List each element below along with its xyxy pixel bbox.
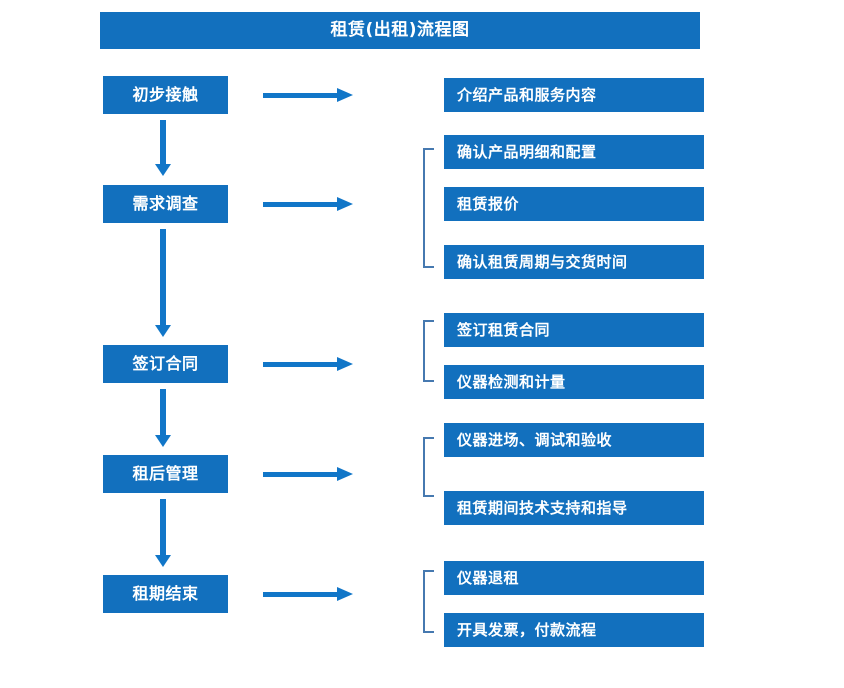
bracket-spine — [423, 320, 425, 382]
detail-label: 租赁报价 — [457, 194, 520, 213]
detail-label: 签订租赁合同 — [457, 320, 551, 339]
group-bracket — [423, 437, 435, 497]
right-arrow-icon — [263, 357, 353, 371]
detail-label: 仪器退租 — [457, 568, 520, 587]
arrow-head — [337, 467, 353, 481]
arrow-shaft — [263, 472, 339, 477]
down-arrow-icon — [155, 229, 171, 337]
detail-box[interactable]: 仪器退租 — [444, 561, 704, 595]
detail-box[interactable]: 签订租赁合同 — [444, 313, 704, 347]
bracket-tick-bottom — [423, 495, 434, 497]
arrow-head — [155, 555, 171, 567]
arrow-shaft — [263, 592, 339, 597]
bracket-spine — [423, 148, 425, 268]
arrow-head — [337, 357, 353, 371]
down-arrow-icon — [155, 499, 171, 567]
stage-label: 租后管理 — [132, 464, 199, 483]
stage-box[interactable]: 租后管理 — [103, 455, 228, 493]
bracket-tick-top — [423, 570, 434, 572]
arrow-head — [337, 88, 353, 102]
down-arrow-icon — [155, 389, 171, 447]
right-arrow-icon — [263, 467, 353, 481]
stage-label: 初步接触 — [132, 85, 199, 104]
detail-label: 确认租赁周期与交货时间 — [457, 252, 628, 271]
detail-box[interactable]: 仪器检测和计量 — [444, 365, 704, 399]
arrow-shaft — [160, 499, 166, 556]
bracket-spine — [423, 437, 425, 497]
stage-label: 签订合同 — [132, 354, 199, 373]
stage-label: 租期结束 — [132, 584, 199, 603]
stage-box[interactable]: 租期结束 — [103, 575, 228, 613]
right-arrow-icon — [263, 88, 353, 102]
detail-box[interactable]: 确认租赁周期与交货时间 — [444, 245, 704, 279]
detail-box[interactable]: 租赁报价 — [444, 187, 704, 221]
arrow-shaft — [160, 229, 166, 326]
group-bracket — [423, 570, 435, 633]
bracket-tick-top — [423, 437, 434, 439]
detail-box[interactable]: 介绍产品和服务内容 — [444, 78, 704, 112]
chart-title-bar: 租赁(出租)流程图 — [100, 12, 700, 49]
detail-label: 介绍产品和服务内容 — [457, 85, 597, 104]
detail-box[interactable]: 仪器进场、调试和验收 — [444, 423, 704, 457]
page-title: 租赁(出租)流程图 — [330, 20, 470, 40]
bracket-tick-top — [423, 320, 434, 322]
bracket-tick-bottom — [423, 380, 434, 382]
arrow-head — [155, 164, 171, 176]
bracket-tick-bottom — [423, 266, 434, 268]
stage-box[interactable]: 签订合同 — [103, 345, 228, 383]
detail-box[interactable]: 确认产品明细和配置 — [444, 135, 704, 169]
detail-label: 租赁期间技术支持和指导 — [457, 498, 628, 517]
arrow-shaft — [160, 120, 166, 165]
detail-label: 开具发票，付款流程 — [457, 620, 597, 639]
arrow-shaft — [263, 93, 339, 98]
right-arrow-icon — [263, 587, 353, 601]
arrow-shaft — [263, 202, 339, 207]
arrow-shaft — [263, 362, 339, 367]
stage-box[interactable]: 初步接触 — [103, 76, 228, 114]
bracket-spine — [423, 570, 425, 633]
bracket-tick-top — [423, 148, 434, 150]
detail-label: 仪器进场、调试和验收 — [457, 430, 613, 449]
arrow-head — [337, 587, 353, 601]
down-arrow-icon — [155, 120, 171, 176]
detail-box[interactable]: 租赁期间技术支持和指导 — [444, 491, 704, 525]
group-bracket — [423, 320, 435, 382]
stage-label: 需求调查 — [132, 194, 199, 213]
arrow-head — [155, 325, 171, 337]
stage-box[interactable]: 需求调查 — [103, 185, 228, 223]
group-bracket — [423, 148, 435, 268]
right-arrow-icon — [263, 197, 353, 211]
detail-label: 仪器检测和计量 — [457, 372, 566, 391]
arrow-head — [337, 197, 353, 211]
detail-label: 确认产品明细和配置 — [457, 142, 597, 161]
arrow-shaft — [160, 389, 166, 436]
arrow-head — [155, 435, 171, 447]
bracket-tick-bottom — [423, 631, 434, 633]
detail-box[interactable]: 开具发票，付款流程 — [444, 613, 704, 647]
